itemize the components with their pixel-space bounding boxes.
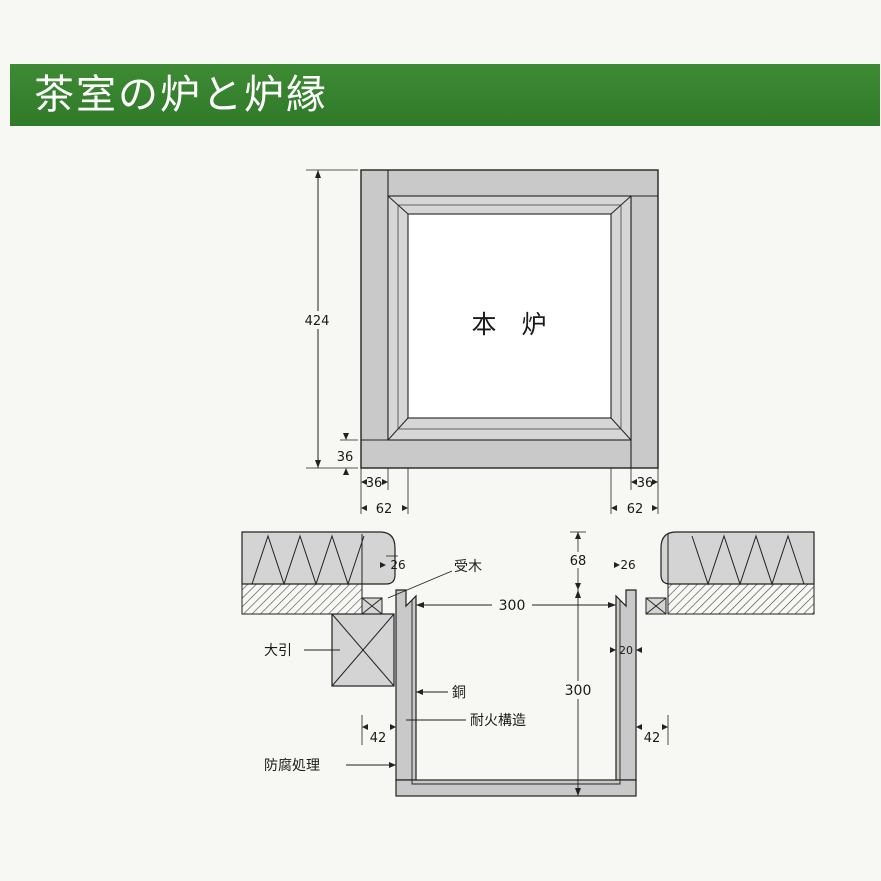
dim-300w-arrow-left (416, 602, 424, 608)
dim-62-right-arrow-a (611, 505, 617, 511)
page-title: 茶室の炉と炉縁 (34, 72, 328, 118)
dim-424-bg (300, 311, 334, 329)
dim-300d-label: 300 (565, 683, 592, 699)
dim-36-bottom-label: 36 (337, 450, 354, 465)
dim-42-left-arrow-a (362, 724, 368, 730)
dim-36-right-arrow-b (652, 479, 658, 485)
dim-300d-bg (558, 681, 598, 699)
dim-68-bg (566, 552, 590, 568)
dim-68-arrow-bottom (575, 583, 581, 590)
dim-36-right-arrow-a (631, 479, 637, 485)
dim-300d-arrow-top (575, 590, 581, 598)
dim-42-right-arrow-a (636, 724, 642, 730)
label-ukegi: 受木 (454, 559, 482, 575)
rotproof-arrow (389, 762, 396, 768)
dim-36-bottom-arrow-top (343, 433, 349, 440)
title-banner: 茶室の炉と炉縁 (10, 64, 880, 126)
dim-300d-arrow-bottom (575, 788, 581, 796)
dim-20-arrow-left (610, 647, 616, 653)
plan-hearth-bevel (397, 204, 622, 430)
dim-62-left-arrow-b (402, 505, 408, 511)
label-copper: 銅 (452, 685, 466, 701)
dim-42-right-arrow-b (662, 724, 668, 730)
plan-hearth-inner (407, 213, 612, 419)
dim-36-right-label: 36 (637, 476, 654, 491)
dim-26-left-label: 26 (390, 558, 405, 572)
dim-26-right-label: 26 (620, 558, 635, 572)
dim-424-label: 424 (305, 314, 330, 329)
dim-62-left-arrow-a (361, 505, 367, 511)
plan-center-label: 本 炉 (471, 310, 546, 339)
copper-lining (411, 600, 621, 785)
floor-board-right (667, 583, 815, 615)
dim-42-right-label: 42 (644, 731, 661, 746)
ukegi-leader (387, 570, 453, 599)
dim-36-bottom-arrow-bottom (343, 468, 349, 475)
ukegi-right-x2 (645, 597, 667, 615)
tatami-left (241, 531, 396, 585)
label-fireproof: 耐火構造 (470, 713, 526, 729)
hearth-box-left-wall (395, 589, 417, 781)
obiki-x2 (331, 613, 395, 687)
dim-68-arrow-top (575, 532, 581, 539)
dim-26-right-arrow (614, 562, 620, 568)
dim-300w-bg (492, 597, 532, 614)
dim-36-left-label: 36 (366, 476, 383, 491)
section-view: 26 26 受木 68 300 300 20 大引 (241, 531, 815, 797)
dim-42-left-label: 42 (370, 731, 387, 746)
dim-20-arrow-right (636, 647, 642, 653)
plan-view: 本 炉 424 36 36 62 36 62 (300, 169, 659, 517)
dim-36-left-arrow-b (382, 479, 388, 485)
dim-424-arrow-top (315, 170, 321, 178)
dim-36-left-arrow-a (361, 479, 367, 485)
dim-424-arrow-bottom (315, 460, 321, 468)
dim-62-left-label: 62 (376, 502, 393, 517)
hearth-box-bottom (395, 779, 637, 797)
dim-20-label: 20 (619, 644, 633, 657)
dim-42-left-arrow-b (390, 724, 396, 730)
floor-board-left (241, 583, 363, 615)
tatami-left-zigzag (251, 534, 365, 586)
copper-arrow (416, 689, 423, 695)
hearth-box-right-wall (615, 589, 637, 781)
ukegi-left-x2 (361, 597, 383, 615)
tatami-right-zigzag (691, 534, 805, 586)
label-rotproof: 防腐処理 (264, 757, 320, 774)
dim-300w-label: 300 (499, 598, 526, 614)
dim-62-right-arrow-b (652, 505, 658, 511)
dim-68-label: 68 (570, 554, 587, 569)
dim-300w-arrow-right (608, 602, 616, 608)
dim-26-left-arrow (380, 562, 386, 568)
label-obiki: 大引 (264, 643, 292, 659)
dim-62-right-label: 62 (627, 502, 644, 517)
